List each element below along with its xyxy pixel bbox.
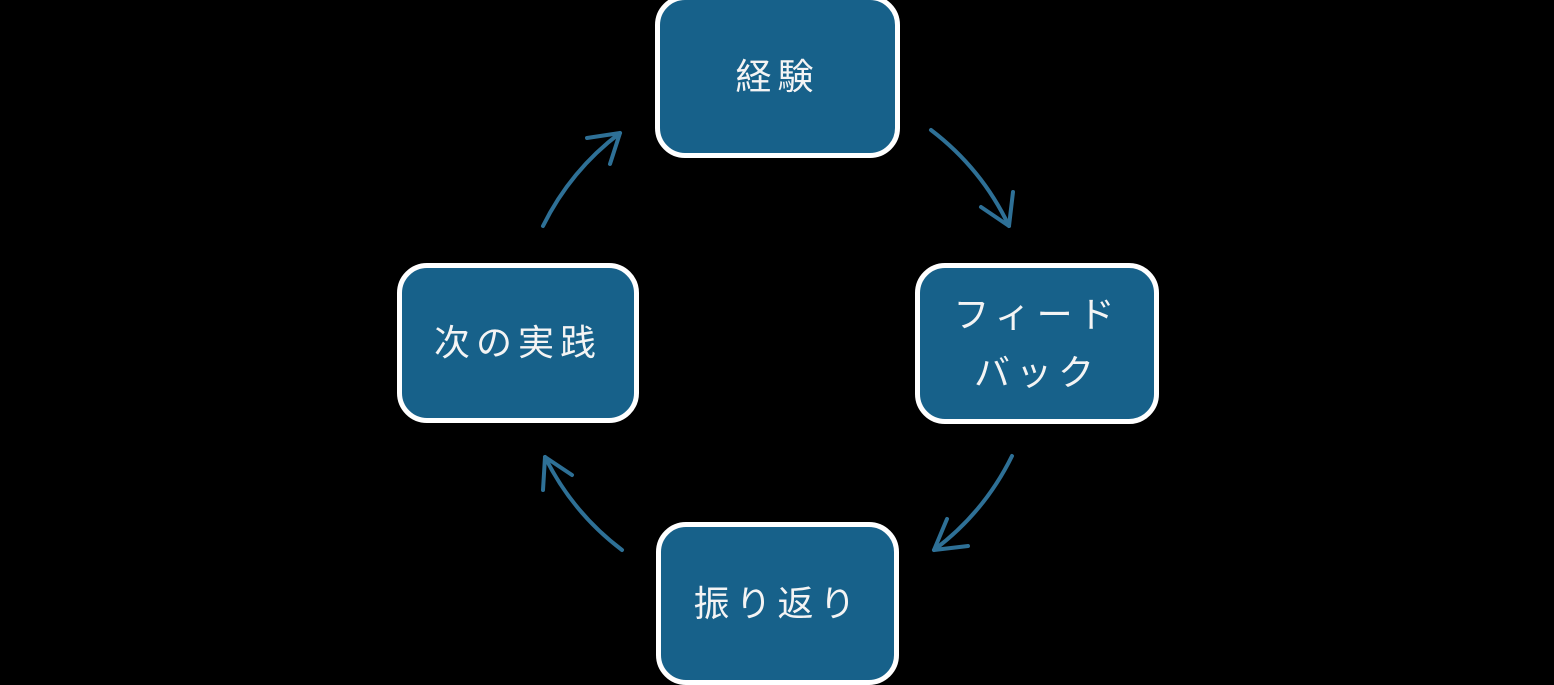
node-reflection-label: 振り返り <box>693 583 862 624</box>
node-next-practice-label: 次の実践 <box>433 323 602 363</box>
node-feedback-label-line2: バック <box>973 352 1100 393</box>
node-feedback-label-line1: フィード <box>953 294 1121 335</box>
arrow-experience-to-feedback-icon <box>929 128 1015 228</box>
node-experience: 経験 <box>655 0 900 158</box>
node-next-practice: 次の実践 <box>397 263 639 423</box>
node-reflection: 振り返り <box>656 522 899 685</box>
node-experience-label: 経験 <box>735 56 820 97</box>
arrow-next-practice-to-experience-icon <box>541 131 622 228</box>
arrow-feedback-to-reflection-icon <box>932 454 1014 552</box>
node-feedback: フィード バック <box>915 263 1159 424</box>
arrow-reflection-to-next-practice-icon <box>541 455 624 552</box>
